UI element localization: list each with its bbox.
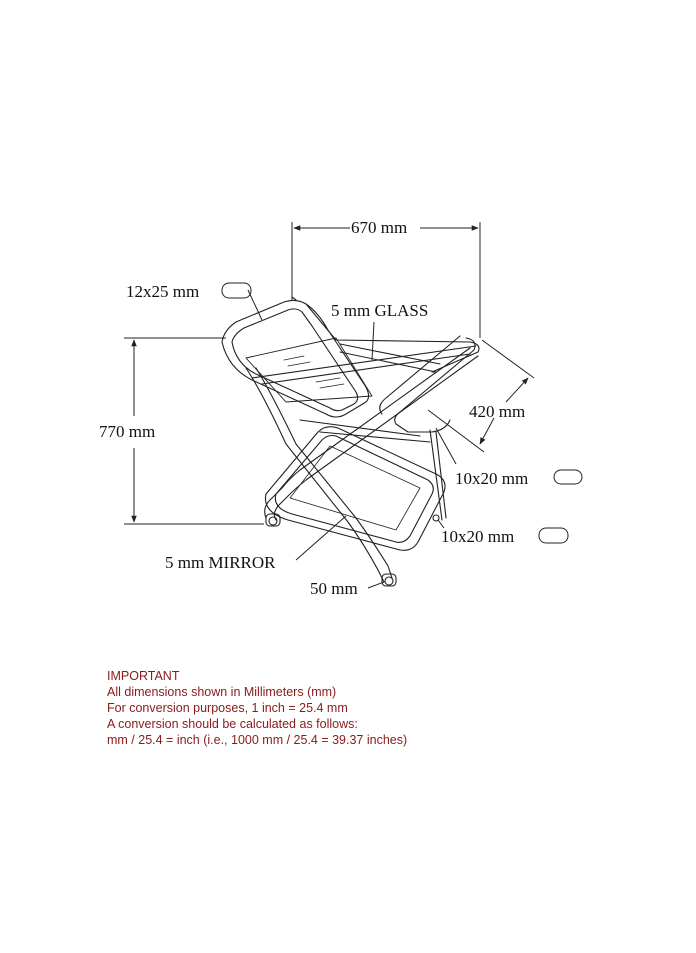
cross-leg-a: [245, 367, 385, 583]
tube-section-icon: [553, 469, 583, 485]
mirror-label: 5 mm MIRROR: [165, 553, 276, 572]
top-tray-frame: [221, 299, 370, 418]
handle-bar: [394, 337, 476, 433]
wheel-dimension-label: 50 mm: [310, 579, 358, 598]
wheel-left: [265, 513, 281, 527]
frame-tube-label: 12x25 mm: [126, 282, 199, 301]
tube-section-icon: [538, 527, 569, 544]
lower-shelf-tube-label: 10x20 mm: [441, 527, 514, 546]
mirror-panel: [289, 445, 421, 531]
height-dimension-label: 770 mm: [99, 422, 155, 441]
note-line: All dimensions shown in Millimeters (mm): [107, 685, 337, 699]
tube-section-icons: [221, 282, 583, 544]
note-heading: IMPORTANT: [107, 669, 180, 683]
depth-dimension-label: 420 mm: [469, 402, 525, 421]
upper-shelf-tube-label: 10x20 mm: [455, 469, 528, 488]
width-dimension-label: 670 mm: [351, 218, 407, 237]
bottom-tray-frame: [264, 426, 446, 551]
note-line: A conversion should be calculated as fol…: [107, 717, 358, 731]
cross-leg-b: [264, 347, 471, 519]
important-note: IMPORTANT All dimensions shown in Millim…: [107, 668, 627, 748]
trolley-drawing: [221, 296, 480, 587]
tube-section-icon: [221, 282, 252, 299]
wheel-right: [381, 573, 397, 587]
glass-panel: [245, 337, 373, 403]
note-line: For conversion purposes, 1 inch = 25.4 m…: [107, 701, 348, 715]
glass-label: 5 mm GLASS: [331, 301, 428, 320]
note-line: mm / 25.4 = inch (i.e., 1000 mm / 25.4 =…: [107, 733, 408, 747]
